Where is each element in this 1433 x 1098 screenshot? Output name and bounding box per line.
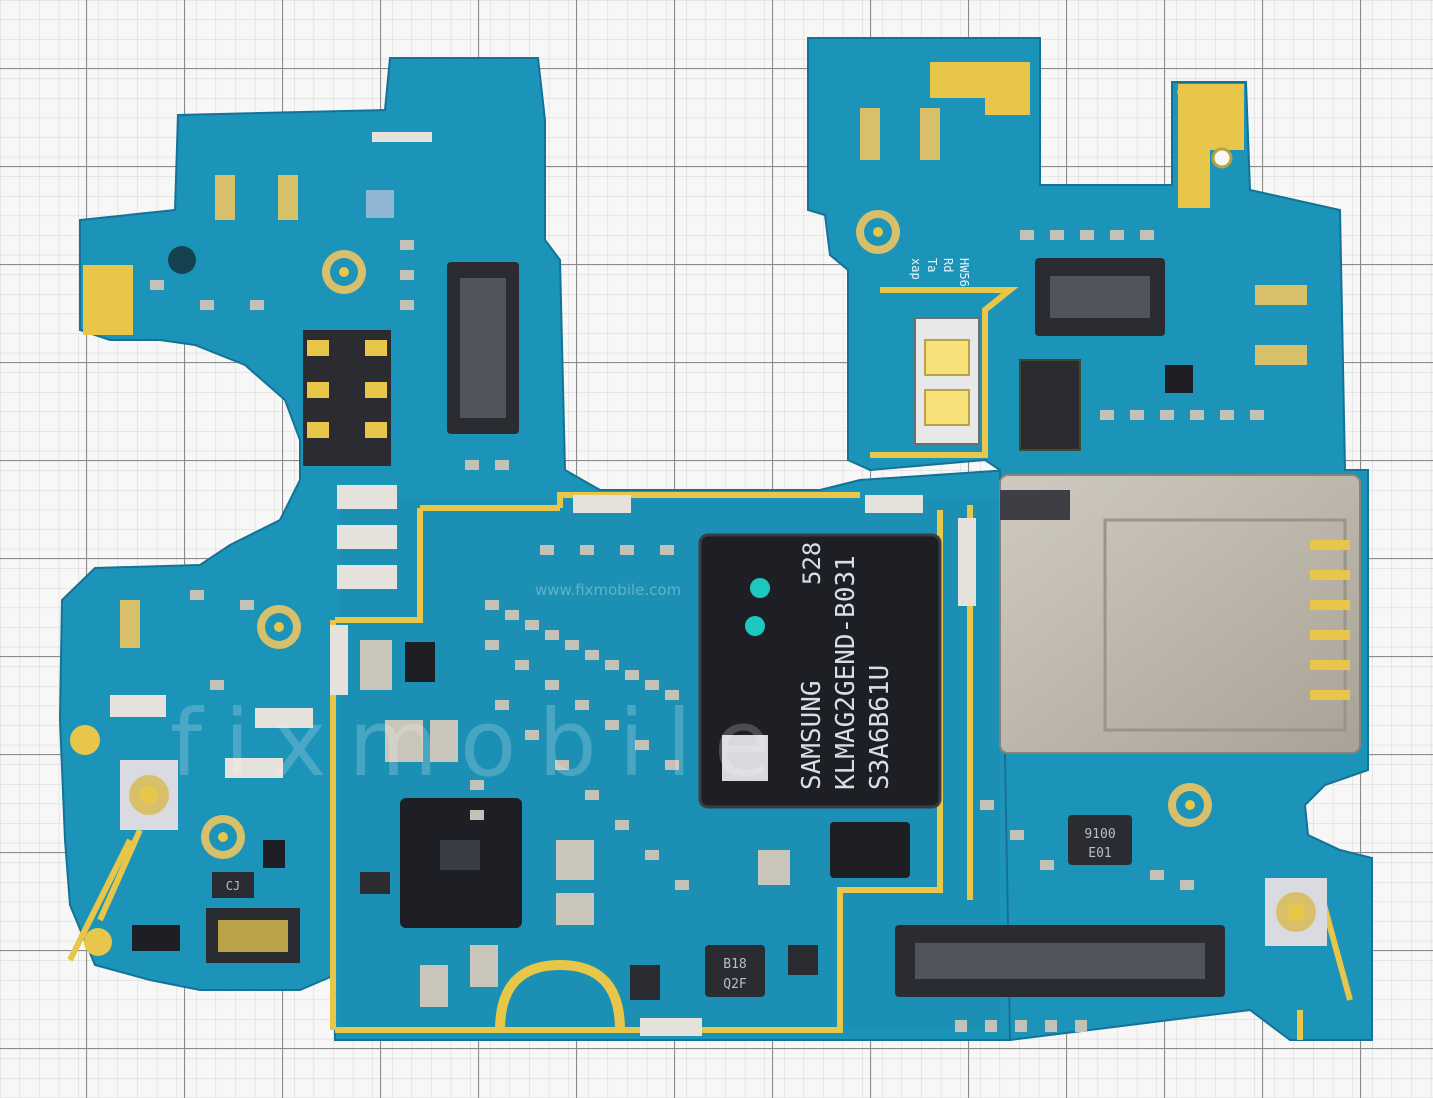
mounting-hole-left <box>168 246 196 274</box>
ic-cj-text: CJ <box>226 879 240 893</box>
ic-b18 <box>705 945 765 997</box>
ic-b18-line2: Q2F <box>723 977 747 992</box>
silkscreen-label-2: Ta <box>925 258 939 272</box>
chip-marker-dot-1 <box>750 578 770 598</box>
ic-b18-line1: B18 <box>723 957 746 972</box>
silkscreen-label-3: Rd <box>941 258 955 272</box>
pmic-chip <box>830 822 910 878</box>
smd-component-field <box>150 230 1264 1032</box>
processor-chip-marking <box>440 840 480 870</box>
ic-9100-line2: E01 <box>1088 846 1111 861</box>
sim-card-inner-slot <box>1103 518 1347 732</box>
small-ic-left <box>405 642 435 682</box>
silkscreen-label-4: HW56 <box>957 258 971 287</box>
memory-chip-brand: SAMSUNG <box>797 680 827 790</box>
antenna-spring-contact <box>206 908 300 963</box>
coil-component-1 <box>758 850 790 885</box>
coil-component-3 <box>556 893 594 925</box>
board-connector-bottom <box>895 925 1225 997</box>
sim-card-gold-contacts <box>1310 540 1350 700</box>
memory-chip-batch: 528 <box>798 542 826 585</box>
small-ic-right <box>1165 365 1193 393</box>
mounting-hole-right <box>1211 147 1233 169</box>
flash-led-1 <box>924 339 970 376</box>
ic-9100 <box>1068 815 1132 865</box>
gold-dot-left-2 <box>84 928 112 956</box>
sim-card-latch <box>1000 490 1070 520</box>
chip-marker-dot-2 <box>745 616 765 636</box>
silkscreen-label-1: xap <box>909 258 923 280</box>
rf-connectors <box>120 210 1327 946</box>
battery-connector <box>303 330 391 466</box>
board-connector-top-right <box>1035 258 1165 336</box>
memory-chip-part-number: KLMAG2GEND-B031 <box>831 555 861 790</box>
passive-components <box>110 108 1307 1036</box>
flash-led-2 <box>924 389 970 426</box>
ic-cj <box>212 872 254 898</box>
gold-corner-pad-top <box>930 62 1030 115</box>
watermark-main: fixmobile <box>170 690 792 797</box>
coil-component-2 <box>556 840 594 880</box>
watermark-url: www.fixmobile.com <box>535 581 681 599</box>
ic-9100-line1: 9100 <box>1084 827 1115 842</box>
gold-dot-left-1 <box>70 725 100 755</box>
memory-chip-date-code: S3A6B61U <box>865 665 895 790</box>
board-connector-top-left <box>447 262 519 434</box>
sensor-ic <box>1019 359 1081 451</box>
gold-pad-left <box>83 265 133 335</box>
chip-datamatrix <box>722 735 768 781</box>
sim-card-shield <box>999 474 1361 754</box>
gold-corner-pad-right <box>1178 84 1244 208</box>
gold-arch <box>495 959 625 1031</box>
